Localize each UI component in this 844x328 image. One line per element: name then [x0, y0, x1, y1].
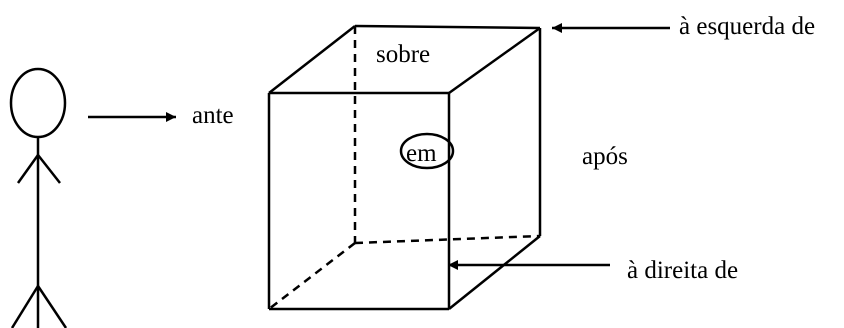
figure-head [9, 67, 67, 139]
cube-bottom-right-edge [448, 235, 541, 310]
label-before: ante [192, 102, 234, 129]
figure-right-arm [37, 154, 61, 184]
label-after: após [582, 143, 628, 170]
label-on: sobre [376, 41, 431, 68]
label-right-of: à direita de [627, 257, 739, 284]
cube-top-left-edge [268, 25, 356, 94]
label-left-of: à esquerda de [679, 13, 816, 40]
cube-icon [267, 24, 542, 311]
cube-back-top [354, 24, 541, 30]
cube-top-right-edge [448, 26, 541, 95]
em-circle [399, 132, 455, 170]
stick-figure-icon [9, 67, 68, 328]
figure-left-leg [10, 285, 40, 328]
figure-right-leg [36, 285, 68, 328]
cube-hidden-edges [268, 26, 541, 310]
figure-left-arm [16, 154, 40, 184]
label-in: em [406, 140, 437, 167]
